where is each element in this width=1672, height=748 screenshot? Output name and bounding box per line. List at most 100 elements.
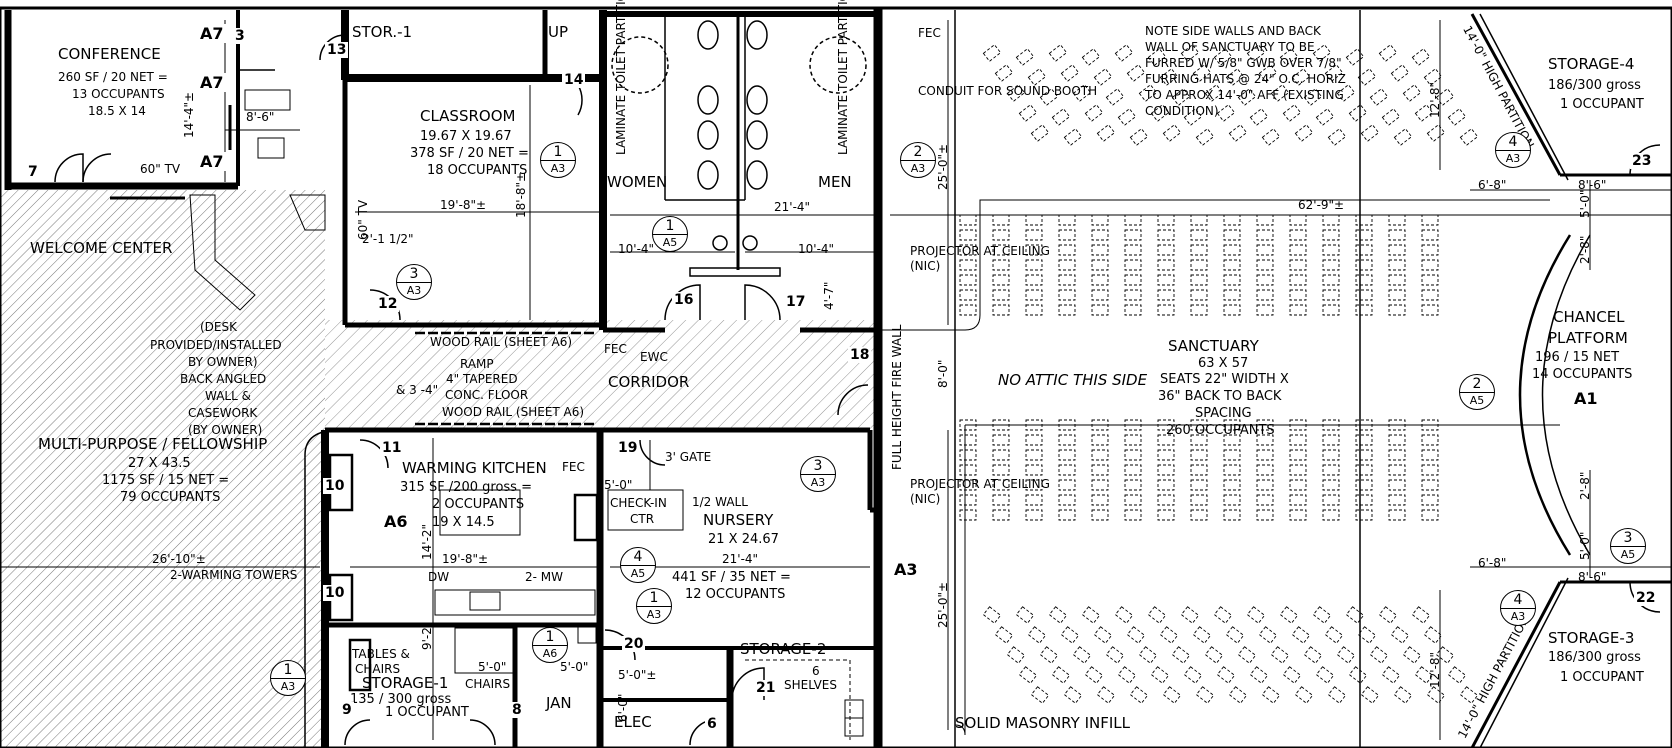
seat-upper-angled [1369,88,1389,106]
seat-lower-angled [1291,626,1311,644]
seat-lower-angled [1150,666,1170,684]
seat-lower [1322,509,1340,521]
seat-upper-angled [1459,128,1479,146]
seat-upper [1322,274,1340,286]
seat-lower [959,494,977,506]
seat-upper [1355,259,1373,271]
seat-upper [1091,259,1109,271]
side-wall-note-2: WALL OF SANCTUARY TO BE [1145,40,1315,54]
seat-upper-angled [982,44,1002,62]
seat-lower [1421,464,1439,476]
chancel-occupants: 14 OCCUPANTS [1532,367,1633,382]
seat-lower [1190,464,1208,476]
storage4-area: 186/300 gross [1548,78,1641,93]
seat-lower-angled [1345,606,1365,624]
seat-lower [1421,419,1439,431]
seat-upper [1388,259,1406,271]
nursery-name: NURSERY [703,511,774,529]
seat-upper [959,214,977,226]
seat-upper [1256,274,1274,286]
storage2-shelves-count: 6 [812,664,820,678]
door-19: 19 [616,440,640,456]
dim-elec-width: 5'-0"± [618,668,657,682]
seat-upper-angled [1261,128,1281,146]
seat-lower [1256,449,1274,461]
desk-note-6: CASEWORK [188,406,258,420]
fec-note-3: FEC [562,460,585,474]
seat-upper [1421,259,1439,271]
seat-lower [1355,419,1373,431]
seat-lower-angled [1369,646,1389,664]
seat-upper [1124,304,1142,316]
seat-lower [1256,494,1274,506]
classroom-occupants: 18 OCCUPANTS [427,163,528,178]
seat-lower-angled [1459,686,1479,704]
seat-lower [1157,449,1175,461]
seat-lower [1256,464,1274,476]
seat-upper [1124,274,1142,286]
seat-lower-angled [1312,606,1332,624]
seat-upper [1256,214,1274,226]
storage4-name: STORAGE-4 [1548,55,1635,73]
seat-lower [1124,494,1142,506]
seat-lower [1289,494,1307,506]
storage3-occupants: 1 OCCUPANT [1560,670,1644,685]
door-6: 6 [705,716,719,732]
warming-towers-note: 2-WARMING TOWERS [170,568,298,582]
seat-lower [1223,464,1241,476]
seat-lower [1157,434,1175,446]
seat-upper [1256,259,1274,271]
seat-upper [959,229,977,241]
corridor-hatch [325,320,875,430]
seat-lower [1388,509,1406,521]
seat-lower-angled [1195,686,1215,704]
desk-note-7: (BY OWNER) [188,423,263,437]
seat-lower [1256,419,1274,431]
seat-upper [992,229,1010,241]
dim-sanct-mid: 8'-0" [936,359,950,388]
seat-lower [1025,434,1043,446]
sanctuary-size: 63 X 57 [1198,356,1249,371]
seat-upper-angled [1126,64,1146,82]
seat-lower-angled [1027,626,1047,644]
seat-lower-angled [1249,666,1269,684]
classroom-name: CLASSROOM [420,107,516,125]
seat-upper [1388,274,1406,286]
seat-lower [1421,434,1439,446]
seat-upper [1289,304,1307,316]
seat-lower [1190,479,1208,491]
seat-upper-angled [1216,104,1236,122]
seat-lower [1223,434,1241,446]
seat-upper [1223,259,1241,271]
seat-lower-angled [1039,646,1059,664]
seat-upper [1157,274,1175,286]
projector-note-2b: (NIC) [910,492,941,506]
door-14: 14 [562,72,586,88]
projector-note-1b: (NIC) [910,259,941,273]
seat-lower-angled [1315,666,1335,684]
seat-lower [1223,509,1241,521]
seat-lower-angled [1360,686,1380,704]
dim-nursery-width: 21'-4" [722,552,759,566]
door-9: 9 [340,702,354,718]
seat-lower [1157,419,1175,431]
warming-kitchen-size: 19 X 14.5 [432,515,495,530]
seat-lower-angled [1357,626,1377,644]
seat-upper-angled [994,64,1014,82]
dw-note: DW [428,570,450,584]
seat-upper [1421,274,1439,286]
seat-upper [959,259,977,271]
